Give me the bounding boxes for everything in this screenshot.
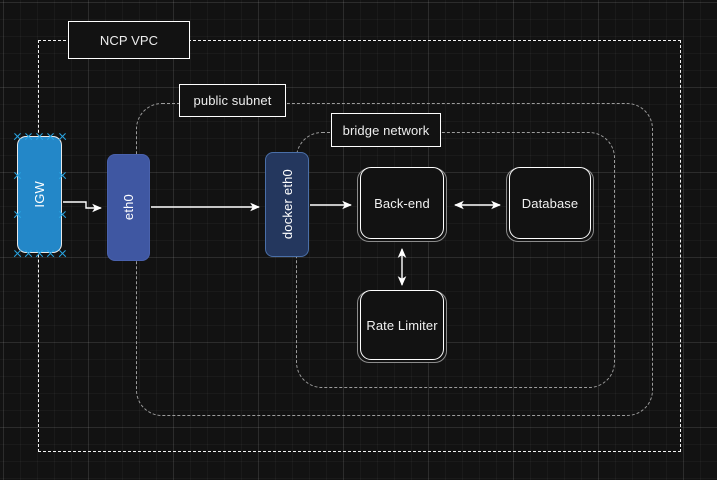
node-database-body: Database [509,167,591,239]
node-database-label: Database [521,195,579,211]
label-bridge-network[interactable]: bridge network [331,113,441,147]
node-database[interactable]: Database [506,167,594,242]
label-public-subnet-text: public subnet [193,93,272,108]
node-rate-limiter-body: Rate Limiter [360,290,444,360]
node-eth0[interactable]: eth0 [107,154,150,261]
node-back-end-label: Back-end [374,195,430,211]
label-ncp-vpc-text: NCP VPC [99,32,159,48]
label-ncp-vpc[interactable]: NCP VPC [68,21,190,59]
node-igw[interactable]: IGW [17,136,62,253]
label-public-subnet[interactable]: public subnet [179,84,286,117]
node-igw-label: IGW [32,181,47,208]
node-docker-eth0-label: docker eth0 [279,169,295,240]
node-back-end-body: Back-end [360,167,444,239]
group-bridge-network[interactable] [296,132,615,388]
node-back-end[interactable]: Back-end [357,167,447,242]
node-rate-limiter[interactable]: Rate Limiter [357,290,447,363]
node-eth0-label: eth0 [121,194,136,221]
label-bridge-network-text: bridge network [342,122,430,138]
node-docker-eth0[interactable]: docker eth0 [265,152,309,257]
node-rate-limiter-label: Rate Limiter [366,317,438,333]
